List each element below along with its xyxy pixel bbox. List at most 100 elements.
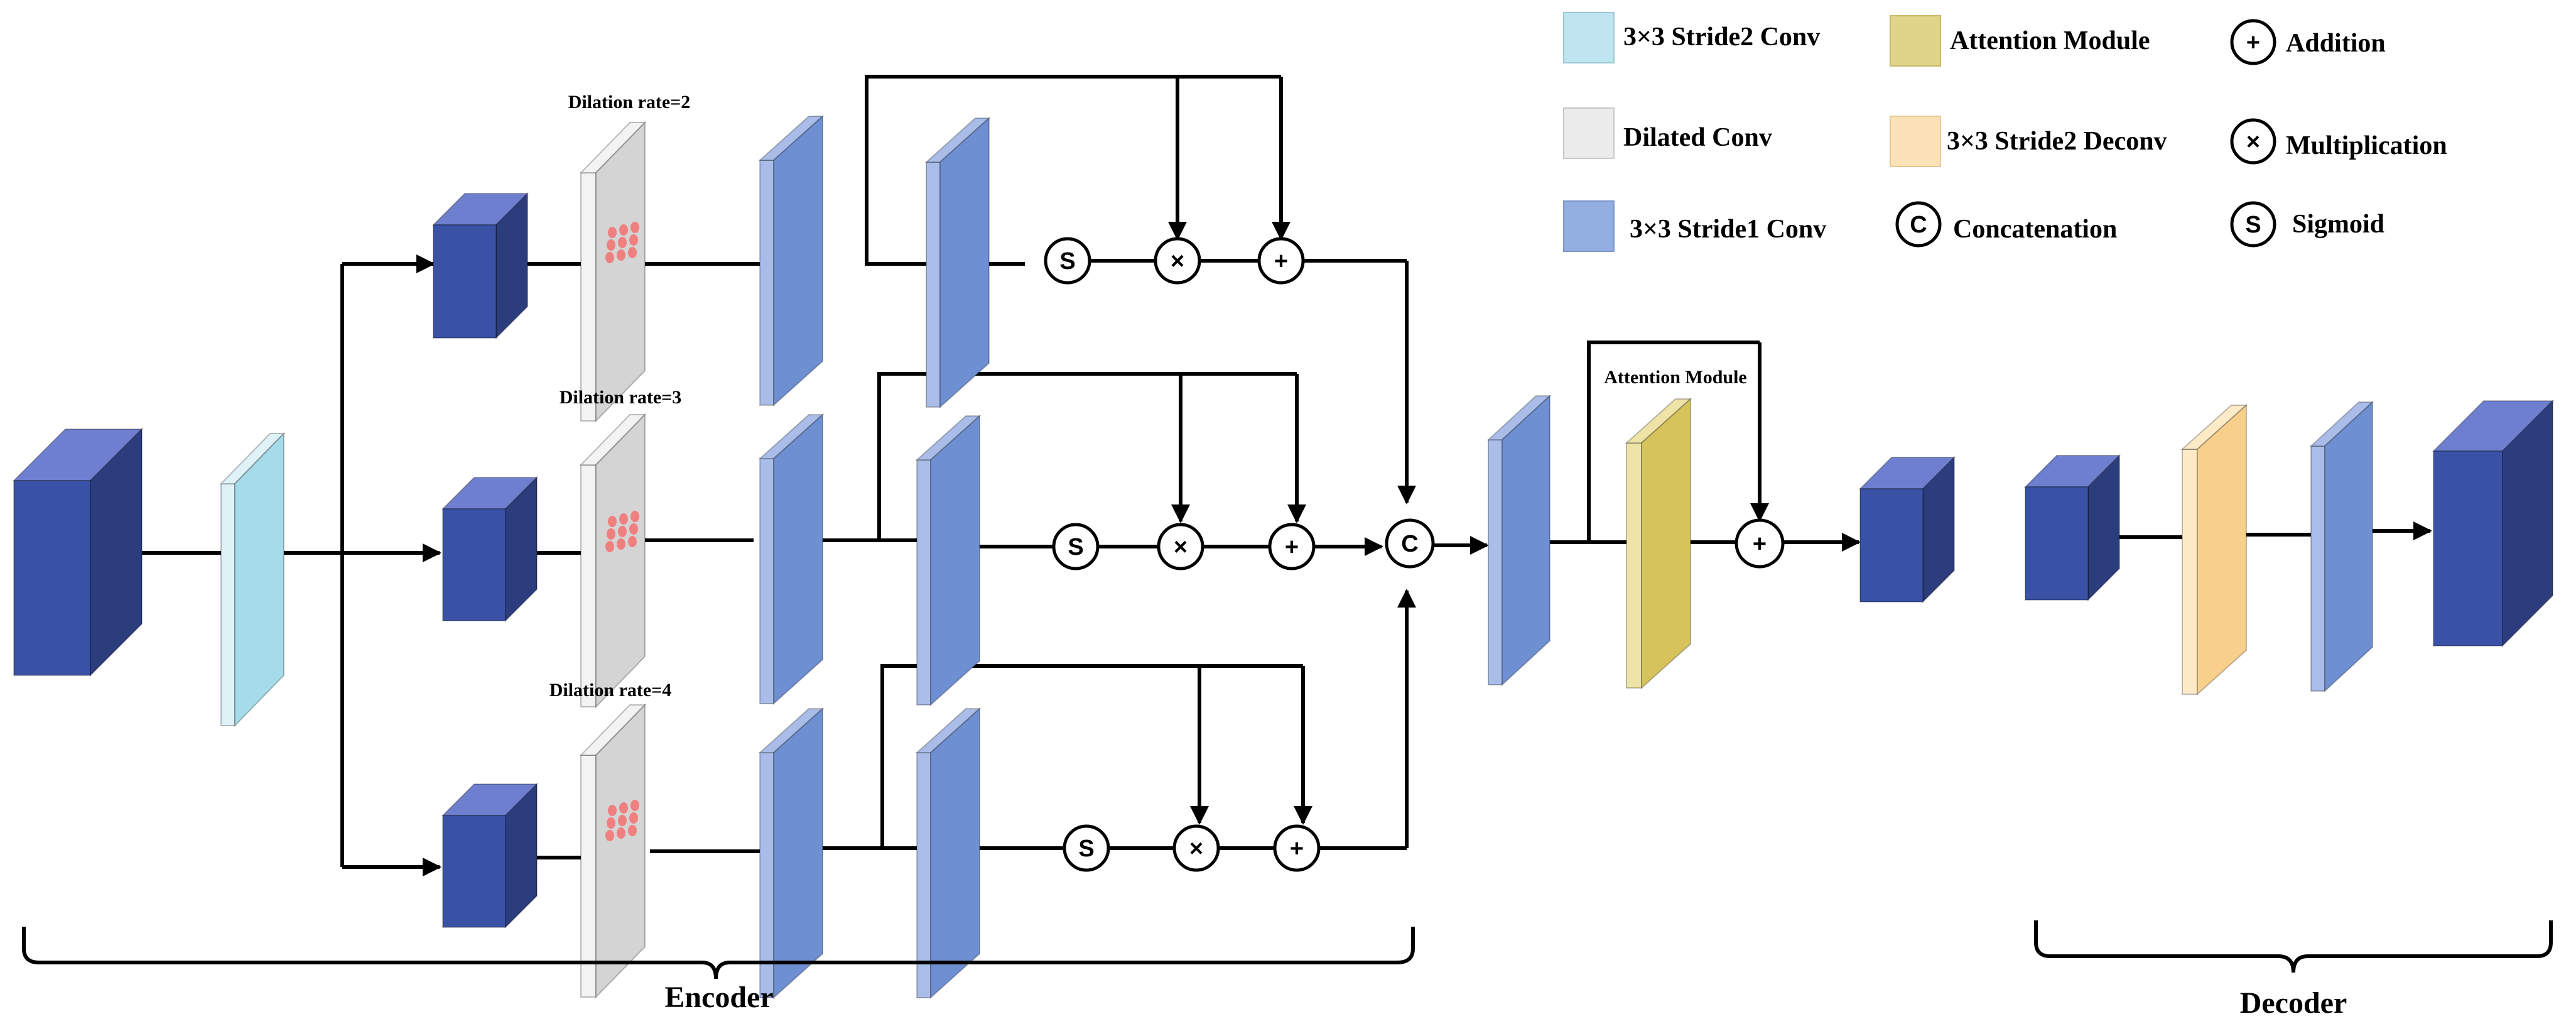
legend: 3×3 Stride2 Conv Dilated Conv 3×3 Stride…	[1563, 12, 2447, 252]
dilation-kernel-branch-3-dot	[617, 827, 625, 839]
dilation-kernel-branch-2-dot	[617, 538, 625, 550]
dilation-kernel-branch-2-dot	[618, 526, 627, 537]
dilated-conv-branch-1-edge	[580, 172, 597, 422]
add-node-branch-2	[1268, 523, 1316, 570]
add-node-attention	[1734, 518, 1785, 569]
sigmoid-node-branch-1	[1044, 237, 1091, 285]
conv-b-branch-2-edge	[916, 459, 931, 706]
multiply-symbol-branch-1: ×	[1171, 248, 1184, 275]
concat-node	[1385, 518, 1435, 569]
dilation-kernel-branch-2-dot	[630, 511, 639, 522]
operation-nodes: S × + S × + S × + C +	[1044, 237, 1785, 872]
conv-a-branch-3-face	[773, 707, 823, 1000]
dilation-kernel-branch-2-dot	[608, 516, 617, 527]
dilated-conv-branch-2-edge	[580, 464, 597, 707]
dilation-kernel-branch-2-dot	[619, 513, 628, 525]
legend-sigmoid-icon	[2230, 201, 2276, 248]
legend-swatch-stride2-conv	[1563, 12, 1615, 63]
dilation-kernel-branch-1-dot	[629, 234, 638, 246]
dilation-kernel-branch-3-dot	[629, 812, 638, 824]
dilation-kernel-branch-2-dot	[629, 523, 638, 535]
conv-b-branch-1-face	[939, 116, 990, 409]
multiply-node-branch-1	[1154, 237, 1201, 285]
add-node-branch-3	[1273, 824, 1321, 872]
stride2-conv-face	[234, 432, 284, 728]
dilated-conv-branch-1-face	[595, 121, 646, 423]
section-braces: Encoder Decoder	[22, 920, 2553, 1020]
dilation-kernel-branch-1-dot	[630, 222, 639, 233]
add-symbol-branch-2: +	[1285, 534, 1299, 560]
legend-label-concatenation: Concatenation	[1953, 215, 2117, 244]
dilation-label-branch-1: Dilation rate=2	[568, 92, 691, 112]
attention-module-label: Attention Module	[1604, 367, 1747, 388]
decoder-deconv-face	[2197, 403, 2247, 696]
legend-label-attention-module: Attention Module	[1950, 26, 2150, 55]
concat-symbol: C	[1401, 531, 1418, 557]
dilation-kernel-branch-3-dot	[628, 825, 637, 836]
post-concat-conv-face	[1502, 394, 1550, 687]
decoder-deconv-edge	[2182, 449, 2198, 695]
layer-blocks	[12, 114, 2555, 1000]
dilation-kernel-branch-1-dot	[617, 249, 625, 261]
add-symbol-attention: +	[1753, 531, 1767, 557]
multiply-node-branch-3	[1172, 824, 1220, 872]
conv-a-branch-2-edge	[759, 458, 774, 704]
add-symbol-branch-3: +	[1290, 836, 1304, 862]
legend-swatch-dilated-conv	[1563, 107, 1615, 159]
dilation-kernel-branch-1-dot	[607, 239, 615, 251]
conv-b-branch-1-edge	[926, 161, 941, 408]
legend-concat-icon	[1895, 201, 1942, 248]
post-concat-conv-edge	[1488, 439, 1503, 685]
legend-addition-symbol: +	[2246, 30, 2260, 56]
conv-a-branch-1-edge	[759, 160, 774, 406]
dilation-kernel-branch-3-dot	[605, 830, 614, 841]
legend-label-addition: Addition	[2286, 29, 2386, 58]
connections	[138, 75, 2432, 876]
stride2-conv-edge	[220, 483, 235, 726]
legend-addition-icon	[2230, 19, 2276, 65]
add-symbol-branch-1: +	[1274, 248, 1288, 275]
attention-module-block-edge	[1626, 442, 1642, 689]
legend-label-dilated-conv: Dilated Conv	[1623, 123, 1772, 152]
conv-b-branch-3-face	[930, 707, 980, 1000]
dilation-kernel-branch-2-dot	[607, 528, 615, 540]
dilation-kernel-branch-3-dot	[607, 817, 615, 829]
branch-2-block-front	[442, 508, 506, 621]
legend-label-multiplication: Multiplication	[2286, 131, 2447, 160]
legend-multiplication-symbol: ×	[2246, 129, 2260, 155]
legend-sigmoid-symbol: S	[2245, 212, 2261, 238]
conv-b-branch-2-face	[930, 414, 980, 707]
dilated-conv-branch-2-face	[595, 413, 646, 709]
decoder-conv-edge	[2310, 445, 2325, 692]
decoder-label: Decoder	[2240, 986, 2347, 1020]
conv-a-branch-1-face	[773, 114, 823, 407]
encoder-label: Encoder	[664, 981, 773, 1014]
dilation-kernel-branch-2-dot	[605, 541, 614, 552]
dilation-kernel-branch-1-dot	[608, 227, 617, 238]
legend-label-stride2-conv: 3×3 Stride2 Conv	[1623, 23, 1820, 52]
legend-multiplication-icon	[2230, 118, 2276, 165]
multiply-symbol-branch-3: ×	[1189, 836, 1203, 862]
dilation-label-branch-3: Dilation rate=4	[549, 680, 672, 701]
legend-concat-symbol: C	[1910, 212, 1927, 238]
dilation-kernel-branch-1-dot	[628, 247, 637, 258]
encoder-output-block-front	[1859, 488, 1924, 603]
legend-swatch-attention-module	[1890, 15, 1941, 67]
legend-swatch-stride2-deconv	[1890, 116, 1941, 167]
decoder-brace	[2034, 920, 2553, 973]
legend-label-sigmoid: Sigmoid	[2292, 210, 2384, 239]
dilation-kernel-branch-3-dot	[630, 800, 639, 811]
dilation-kernel-branch-3-dot	[619, 802, 628, 814]
dilation-kernel-branch-3-dot	[608, 805, 617, 816]
encoder-brace	[22, 927, 1415, 979]
attention-module-block-face	[1641, 397, 1691, 690]
decoder-input-block-front	[2025, 486, 2089, 601]
legend-swatch-stride1-conv	[1563, 200, 1615, 252]
dilation-kernel-branch-2-dot	[628, 536, 637, 547]
sigmoid-symbol-branch-2: S	[1068, 534, 1083, 560]
multiply-symbol-branch-2: ×	[1174, 534, 1188, 560]
dilation-kernel-branch-1-dot	[619, 224, 628, 236]
decoder-conv-face	[2324, 400, 2373, 693]
multiply-node-branch-2	[1157, 523, 1204, 570]
